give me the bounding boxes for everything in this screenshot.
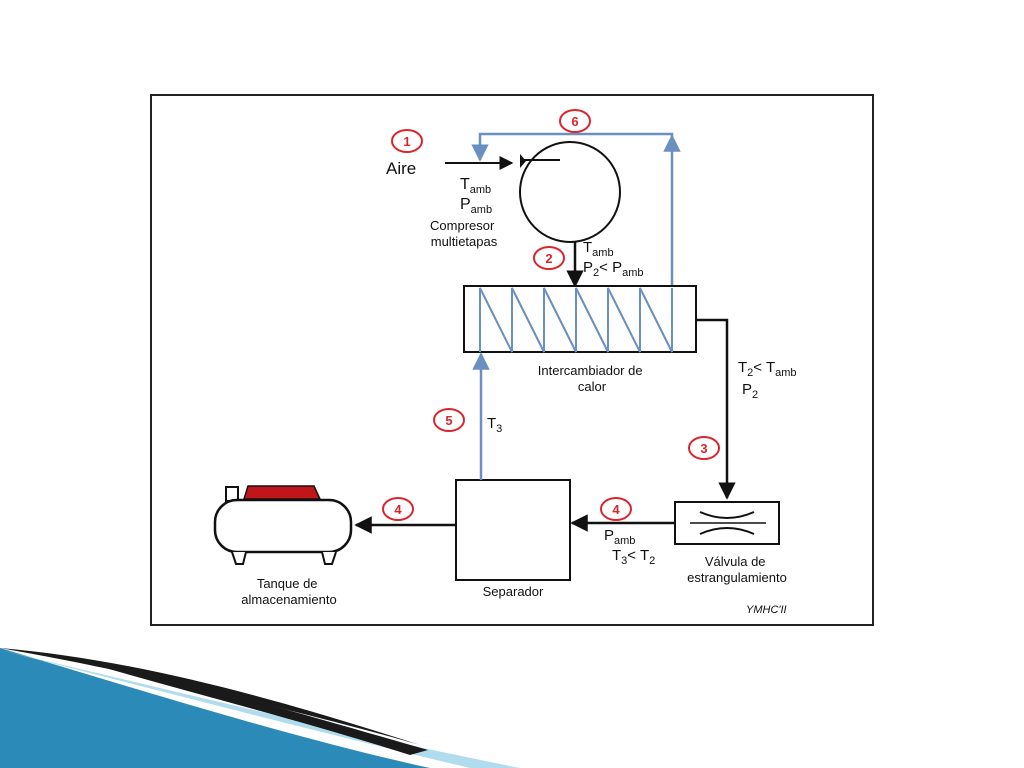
step-marker-2: 2 — [533, 246, 565, 270]
svg-text:2: 2 — [545, 251, 552, 266]
svg-text:1: 1 — [403, 134, 410, 149]
separator-box — [455, 479, 571, 581]
footer-swoosh — [0, 648, 520, 768]
label-p2: P2 — [742, 381, 758, 401]
author-signature: YMHC'II — [746, 604, 787, 616]
label-separator: Separador — [483, 584, 544, 599]
label-t3-lt-t2: T3< T2 — [612, 547, 655, 567]
label-t-amb-outlet: Tamb — [583, 239, 614, 259]
step-marker-6: 6 — [559, 109, 591, 133]
step-marker-1: 1 — [391, 129, 423, 153]
step-marker-3: 3 — [688, 436, 720, 460]
label-aire: Aire — [386, 159, 416, 178]
return-flow-line — [471, 132, 674, 286]
svg-text:3: 3 — [700, 441, 707, 456]
svg-text:4: 4 — [612, 502, 620, 517]
step-marker-4-right: 4 — [600, 497, 632, 521]
heat-exchanger-icon — [463, 285, 697, 353]
label-t-amb-inlet: Tamb — [460, 176, 491, 196]
label-valve: Válvula de estrangulamiento — [687, 554, 787, 585]
label-heat-exchanger: Intercambiador de calor — [538, 363, 646, 394]
svg-text:4: 4 — [394, 502, 402, 517]
compressor-icon — [519, 141, 621, 243]
label-compressor: Compresor multietapas — [430, 218, 498, 249]
step-marker-4-left: 4 — [382, 497, 414, 521]
label-p-amb-inlet: Pamb — [460, 196, 492, 216]
throttle-valve-icon — [674, 501, 780, 545]
label-t3: T3 — [487, 415, 502, 435]
exchanger-to-valve-line — [696, 318, 736, 500]
svg-text:6: 6 — [571, 114, 578, 129]
label-tank: Tanque de almacenamiento — [241, 576, 336, 607]
label-p-amb-valve: Pamb — [604, 527, 635, 547]
storage-tank-icon — [213, 485, 353, 565]
svg-text:5: 5 — [445, 413, 452, 428]
step-marker-5: 5 — [433, 408, 465, 432]
label-t2-lt-tamb: T2< Tamb — [738, 359, 797, 379]
label-p2-lt-pamb: P2< Pamb — [583, 259, 643, 279]
